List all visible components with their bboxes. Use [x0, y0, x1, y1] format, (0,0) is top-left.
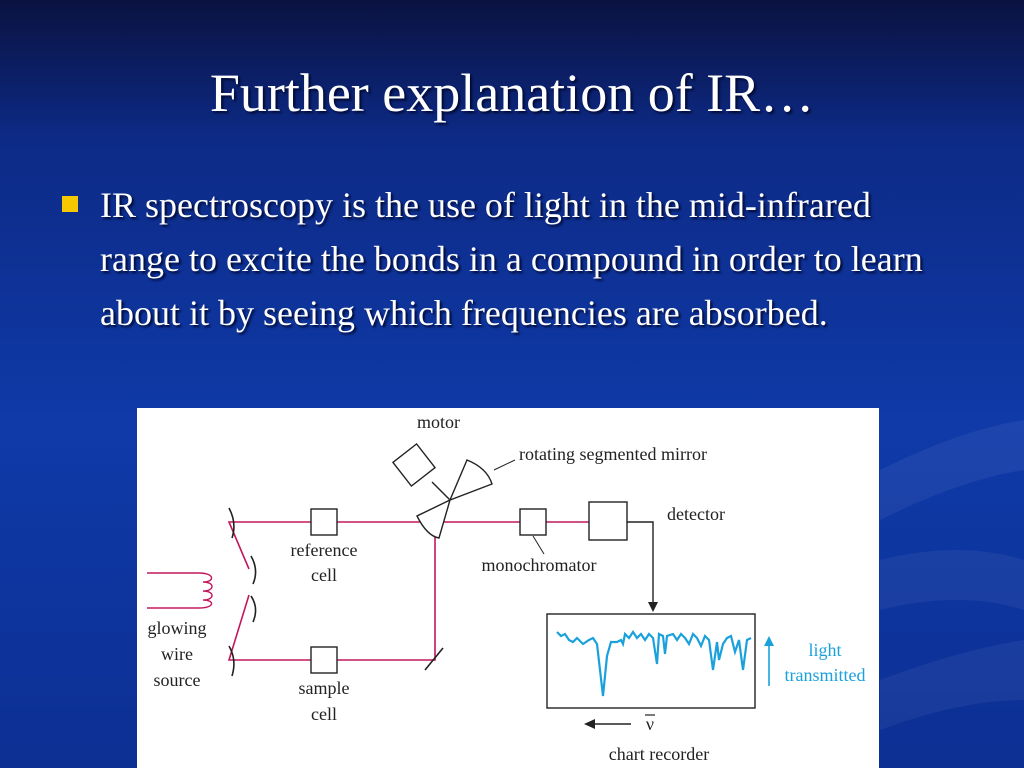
- up-arrow-icon: [764, 636, 774, 646]
- left-arrow-icon: [584, 719, 595, 729]
- arrow-head-icon: [648, 602, 658, 612]
- wire-coil-icon: [198, 572, 213, 609]
- sample-cell-label: cell: [311, 704, 337, 724]
- chart-recorder-label: chart recorder: [609, 744, 709, 764]
- leader-lines: [493, 459, 545, 555]
- rotating-mirror-icon: [416, 459, 493, 539]
- motor-label: motor: [417, 412, 460, 432]
- source-label-3: source: [154, 670, 201, 690]
- transmitted-label: transmitted: [785, 665, 866, 685]
- detector-box: [588, 501, 628, 541]
- chart-recorder-box: [546, 613, 756, 709]
- bullet-text: IR spectroscopy is the use of light in t…: [100, 185, 923, 333]
- reference-cell: [310, 508, 338, 536]
- monochromator-label: monochromator: [482, 555, 597, 575]
- nu-symbol: ν: [646, 714, 654, 734]
- source-label-1: glowing: [147, 618, 206, 638]
- bullet-square-icon: [62, 196, 78, 212]
- slide-title: Further explanation of IR…: [209, 63, 815, 123]
- sample-cell: [310, 646, 338, 674]
- upper-source-mirror: [228, 507, 235, 539]
- sample-turn-mirror: [424, 647, 444, 671]
- source-mirrors: [228, 507, 257, 677]
- absorbance-trace: [556, 630, 752, 697]
- ir-spectrometer-diagram: motor rotating segmented mirror detector…: [137, 408, 879, 768]
- source-leads: [147, 572, 199, 609]
- signal-arrow: [627, 521, 654, 604]
- diagram-svg: motor rotating segmented mirror detector…: [147, 412, 866, 764]
- mirror-label: rotating segmented mirror: [519, 444, 707, 464]
- sample-label: sample: [299, 678, 350, 698]
- lower-source-mirror: [228, 645, 235, 677]
- monochromator-box: [519, 508, 547, 536]
- source-label-2: wire: [161, 644, 193, 664]
- beam-paths: [227, 521, 589, 661]
- reference-beam: [227, 521, 435, 570]
- reference-cell-label: cell: [311, 565, 337, 585]
- light-label: light: [808, 640, 841, 660]
- motor-box: [391, 442, 437, 488]
- reference-label: reference: [291, 540, 358, 560]
- detector-label: detector: [667, 504, 725, 524]
